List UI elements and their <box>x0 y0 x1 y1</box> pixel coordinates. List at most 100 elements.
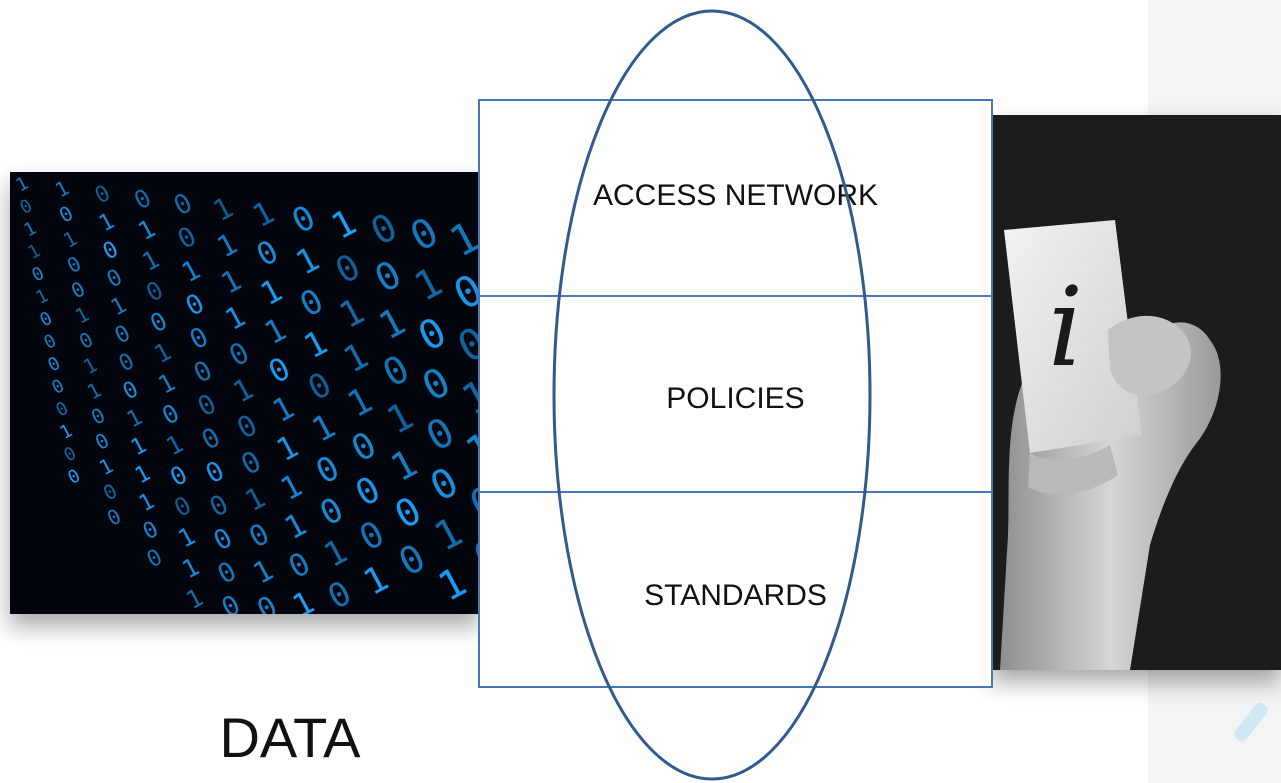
binary-digit: 1 <box>107 292 131 321</box>
binary-digit: 1 <box>123 404 147 433</box>
binary-digit: 1 <box>384 441 425 491</box>
hand-holding-card-image: i <box>990 115 1281 670</box>
binary-digit: 1 <box>458 423 480 478</box>
binary-digit: 1 <box>51 176 73 203</box>
binary-digit: 0 <box>353 513 391 559</box>
binary-digit: 0 <box>75 327 97 354</box>
binary-digit: 1 <box>149 336 176 369</box>
binary-digit: 0 <box>251 233 284 274</box>
binary-digit: 0 <box>99 479 121 506</box>
binary-digit: 0 <box>189 355 218 390</box>
binary-digit: 1 <box>247 194 280 235</box>
binary-digit: 0 <box>185 321 214 356</box>
binary-digit: 0 <box>388 488 429 538</box>
binary-digit: 1 <box>247 552 278 590</box>
binary-digit: 1 <box>297 322 333 366</box>
binary-digit: 0 <box>103 264 127 293</box>
binary-digit: 0 <box>16 195 35 219</box>
binary-digit: 0 <box>91 428 113 455</box>
binary-digit: 1 <box>219 299 250 337</box>
binary-digit: 1 <box>317 531 353 575</box>
binary-digit: 0 <box>403 209 446 261</box>
binary-digit: 0 <box>205 489 234 524</box>
card-glyph: i <box>1048 263 1083 391</box>
binary-digit: 1 <box>56 420 75 444</box>
binary-digit: 0 <box>36 308 55 332</box>
binary-digit: 0 <box>197 422 226 457</box>
binary-digit: 0 <box>309 448 345 492</box>
binary-digit: 1 <box>153 367 180 400</box>
binary-digit: 0 <box>139 516 163 545</box>
binary-digit: 0 <box>181 288 210 323</box>
binary-digit: 0 <box>217 589 246 614</box>
binary-digit: 1 <box>71 302 93 329</box>
binary-digit: 0 <box>329 246 367 292</box>
binary-digit: 0 <box>157 398 184 431</box>
binary-digit: 1 <box>133 213 160 246</box>
binary-digit: 0 <box>301 364 337 408</box>
layer-standards: STANDARDS <box>478 491 993 688</box>
binary-digit: 1 <box>289 239 325 283</box>
binary-digit: 0 <box>111 320 135 349</box>
binary-digit: 0 <box>446 264 480 319</box>
binary-digit: 0 <box>115 348 139 377</box>
binary-digit: 0 <box>145 306 172 339</box>
binary-digit: 1 <box>279 506 312 547</box>
binary-digit: 0 <box>99 236 123 265</box>
binary-digit: 1 <box>259 311 292 352</box>
binary-digit: 0 <box>450 317 480 372</box>
binary-digit: 1 <box>12 173 31 197</box>
binary-digit: 0 <box>55 201 77 228</box>
layer-label: STANDARDS <box>644 578 827 612</box>
binary-digit: 0 <box>368 252 409 302</box>
binary-digit: 1 <box>161 429 188 462</box>
binary-digit: 0 <box>169 490 196 523</box>
binary-digit: 0 <box>44 353 63 377</box>
binary-digit: 1 <box>137 244 164 277</box>
binary-digit: 1 <box>227 371 258 409</box>
binary-digit: 1 <box>59 226 81 253</box>
binary-digit: 1 <box>24 240 43 264</box>
binary-digit: 0 <box>91 180 115 209</box>
layer-access-network: ACCESS NETWORK <box>478 99 993 298</box>
binary-digit: 0 <box>201 455 230 490</box>
binary-digit: 0 <box>263 350 296 391</box>
binary-digit: 0 <box>243 516 274 554</box>
binary-digit: 0 <box>411 309 454 361</box>
binary-digit: 1 <box>337 335 375 381</box>
binary-digit: 1 <box>271 428 304 469</box>
binary-digit: 1 <box>427 509 470 561</box>
binary-digit: 0 <box>321 573 357 614</box>
binary-digit: 1 <box>341 380 379 426</box>
binary-digit: 0 <box>67 277 89 304</box>
data-caption: DATA <box>219 706 361 769</box>
binary-digit: 0 <box>235 444 266 482</box>
binary-digit: 0 <box>48 375 67 399</box>
binary-digit: 1 <box>32 285 51 309</box>
binary-digit: 0 <box>87 403 109 430</box>
binary-code-graphic: 1011010000010010100101100100010010001111… <box>12 173 480 614</box>
binary-digit: 0 <box>52 398 71 422</box>
binary-digit: 1 <box>95 453 117 480</box>
binary-digit: 0 <box>293 281 329 325</box>
binary-digit: 0 <box>364 204 405 254</box>
binary-digit: 1 <box>131 460 155 489</box>
binary-digit: 0 <box>169 187 198 222</box>
binary-digit: 1 <box>305 406 341 450</box>
binary-digit: 1 <box>207 190 238 228</box>
binary-digit: 1 <box>454 370 480 425</box>
binary-digit: 1 <box>287 584 320 614</box>
binary-digit: 0 <box>223 335 254 373</box>
binary-digit: 0 <box>103 504 125 531</box>
binary-digit: 1 <box>79 352 101 379</box>
layer-policies: POLICIES <box>478 295 993 494</box>
binary-digit: 0 <box>193 388 222 423</box>
binary-digit: 1 <box>431 559 474 611</box>
thumb-shape <box>1108 315 1191 396</box>
binary-digit: 1 <box>372 299 413 349</box>
card-shape <box>1004 220 1142 453</box>
binary-digit: 1 <box>407 259 450 311</box>
binary-digit: 1 <box>173 521 200 554</box>
binary-digit: 0 <box>28 263 47 287</box>
